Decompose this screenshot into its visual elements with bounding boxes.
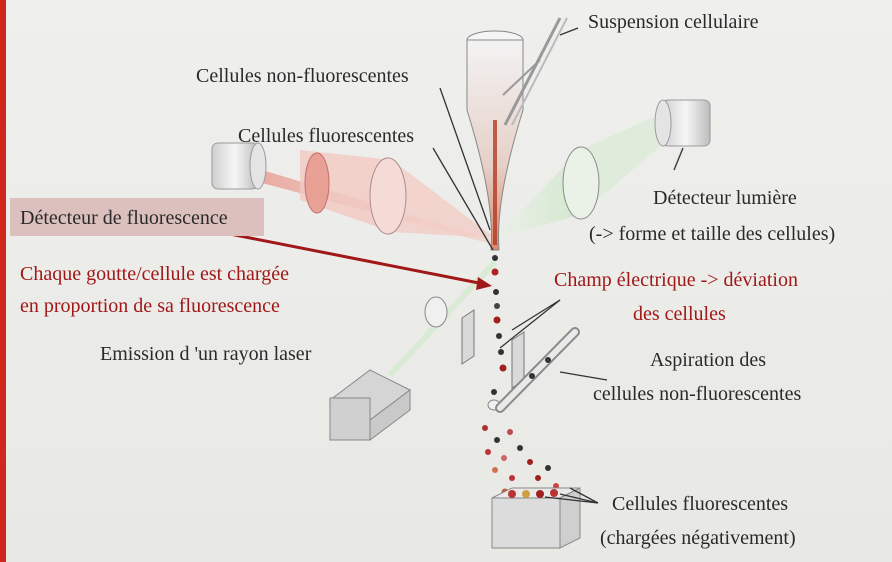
label-fluorescent-cells-bottom: Cellules fluorescentes [612,492,788,516]
label-non-fluorescent-cells: Cellules non-fluorescentes [196,64,409,88]
aspiration-tube [500,332,575,408]
droplet-stream [488,255,507,410]
label-charge-line-1: Chaque goutte/cellule est chargée [20,262,289,286]
label-light-detector: Détecteur lumière [653,186,797,210]
light-detector [655,100,710,170]
label-electric-field-line-2: des cellules [633,302,726,326]
label-aspiration-line-1: Aspiration des [650,348,766,372]
label-suspension: Suspension cellulaire [588,10,759,34]
label-laser: Emission d 'un rayon laser [100,342,311,366]
deflection-plates [462,310,524,388]
label-fluorescence-detector: Détecteur de fluorescence [20,206,228,230]
label-light-detector-detail: (-> forme et taille des cellules) [589,222,835,246]
label-negatively-charged: (chargées négativement) [600,526,796,550]
light-scatter-beam [495,112,665,238]
collection-box [492,488,580,548]
label-charge-line-2: en proportion de sa fluorescence [20,294,280,318]
label-electric-field-line-1: Champ électrique -> déviation [554,268,798,292]
label-aspiration-line-2: cellules non-fluorescentes [593,382,801,406]
label-fluorescent-cells-top: Cellules fluorescentes [238,124,414,148]
